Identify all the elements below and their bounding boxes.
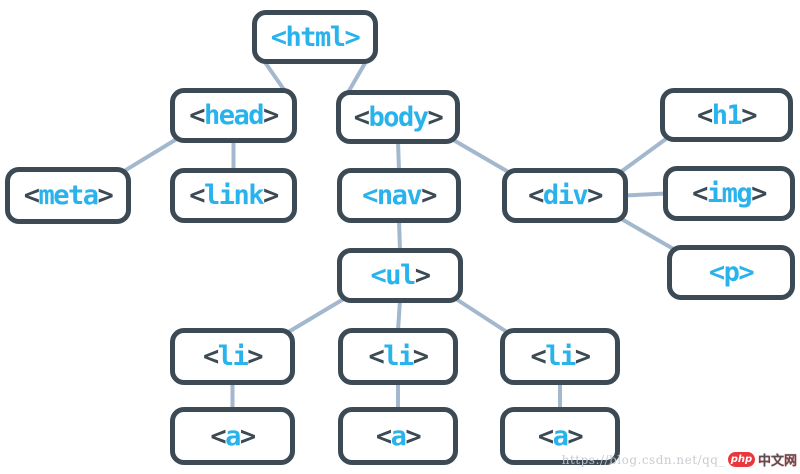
tree-node-li1: <li>	[170, 328, 295, 385]
open-bracket: <	[708, 257, 725, 288]
tree-node-link: <link>	[170, 168, 297, 223]
close-bracket: >	[412, 341, 429, 372]
tree-node-ul: <ul>	[337, 248, 463, 303]
tag-name-label: li	[217, 341, 249, 372]
tag-name-label: nav	[376, 180, 423, 211]
close-bracket: >	[751, 178, 767, 209]
tree-node-nav: <nav>	[337, 168, 461, 223]
tag-name-label: a	[390, 420, 407, 452]
tree-node-p: <p>	[667, 245, 795, 300]
tag-name-label: p	[723, 257, 740, 288]
tag-name-label: meta	[38, 180, 99, 211]
tag-name-label: a	[552, 420, 569, 452]
open-bracket: <	[692, 178, 708, 209]
tree-node-body: <body>	[336, 90, 460, 144]
edge-body-nav	[396, 139, 401, 173]
tag-name-label: img	[706, 178, 753, 209]
php-cn-logo-text: 中文网	[757, 454, 797, 469]
open-bracket: <	[23, 180, 40, 211]
tag-name-label: html	[285, 21, 346, 53]
close-bracket: >	[263, 180, 279, 211]
open-bracket: <	[375, 420, 392, 452]
open-bracket: <	[528, 180, 544, 211]
edge-nav-ul	[397, 218, 402, 253]
tag-name-label: a	[225, 420, 241, 452]
tag-name-label: ul	[385, 260, 416, 291]
open-bracket: <	[537, 420, 554, 452]
tree-node-meta: <meta>	[5, 167, 131, 224]
open-bracket: <	[368, 341, 384, 372]
close-bracket: >	[427, 101, 444, 133]
edge-h1-div	[616, 134, 672, 176]
edge-body-div	[448, 136, 514, 176]
edge-div-img	[623, 191, 668, 198]
tag-name-label: div	[542, 180, 589, 211]
tag-name-label: li	[383, 341, 414, 372]
tag-name-label: h1	[711, 99, 743, 131]
open-bracket: <	[696, 99, 713, 131]
tree-node-a3: <a>	[500, 407, 620, 465]
open-bracket: <	[210, 420, 226, 452]
close-bracket: >	[97, 180, 114, 211]
tree-node-html: <html>	[252, 10, 378, 64]
open-bracket: <	[189, 180, 205, 211]
tree-node-a1: <a>	[170, 407, 295, 465]
tag-name-label: link	[203, 180, 265, 211]
close-bracket: >	[263, 100, 279, 131]
open-bracket: <	[370, 260, 386, 291]
close-bracket: >	[405, 420, 421, 452]
tag-name-label: body	[368, 101, 429, 133]
tree-node-h1: <h1>	[660, 88, 793, 142]
open-bracket: <	[189, 100, 205, 131]
close-bracket: >	[738, 257, 754, 288]
close-bracket: >	[247, 341, 263, 372]
php-logo-icon: php	[727, 452, 755, 467]
close-bracket: >	[741, 99, 757, 131]
close-bracket: >	[587, 180, 603, 211]
open-bracket: <	[362, 180, 378, 211]
open-bracket: <	[353, 101, 370, 133]
tree-node-head: <head>	[170, 88, 297, 143]
tag-name-label: head	[203, 100, 265, 131]
edge-head-meta	[119, 135, 182, 175]
watermark: https://blog.csdn.net/qq_ php 中文网	[562, 450, 797, 469]
close-bracket: >	[239, 420, 256, 452]
close-bracket: >	[414, 260, 431, 291]
close-bracket: >	[574, 341, 591, 372]
tree-node-div: <div>	[502, 168, 628, 223]
open-bracket: <	[270, 21, 287, 53]
edge-div-p	[616, 215, 679, 253]
close-bracket: >	[567, 420, 583, 452]
open-bracket: <	[202, 341, 219, 372]
tree-node-li3: <li>	[500, 328, 620, 385]
close-bracket: >	[421, 180, 437, 211]
tag-name-label: li	[545, 341, 576, 372]
open-bracket: <	[530, 341, 546, 372]
edge-ul-li3	[451, 295, 512, 336]
tree-node-li2: <li>	[338, 328, 458, 385]
edge-html-body	[344, 56, 370, 98]
tree-node-img: <img>	[663, 166, 795, 221]
close-bracket: >	[344, 21, 361, 53]
watermark-url-text: https://blog.csdn.net/qq_	[561, 452, 725, 467]
edge-ul-li1	[283, 295, 349, 336]
edge-ul-li2	[396, 298, 402, 333]
tree-node-a2: <a>	[338, 407, 458, 465]
